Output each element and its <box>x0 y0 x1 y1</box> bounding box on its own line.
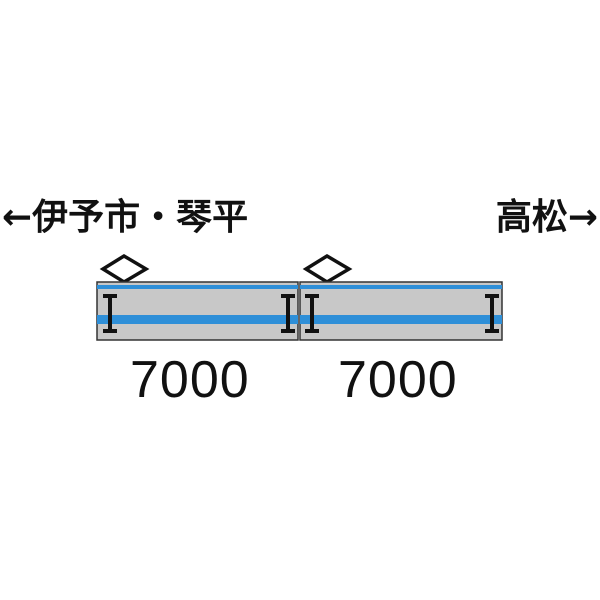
door-marker-icon <box>103 294 117 333</box>
body-stripe <box>300 315 502 324</box>
train-car-2 <box>299 253 503 341</box>
pantograph-icon <box>302 253 353 285</box>
direction-right-label: 高松→ <box>495 197 598 238</box>
train-car-1 <box>96 253 299 341</box>
direction-left-label: ←伊予市・琴平 <box>2 197 249 238</box>
car-body <box>96 281 299 341</box>
car-number-1: 7000 <box>130 351 250 409</box>
door-marker-icon <box>281 294 295 333</box>
car-body <box>299 281 503 341</box>
roof-stripe <box>300 285 502 289</box>
door-marker-icon <box>485 294 499 333</box>
roof-stripe <box>97 285 298 289</box>
car-number-2: 7000 <box>338 351 458 409</box>
body-stripe <box>97 315 298 324</box>
door-marker-icon <box>305 294 319 333</box>
pantograph-icon <box>99 253 150 285</box>
